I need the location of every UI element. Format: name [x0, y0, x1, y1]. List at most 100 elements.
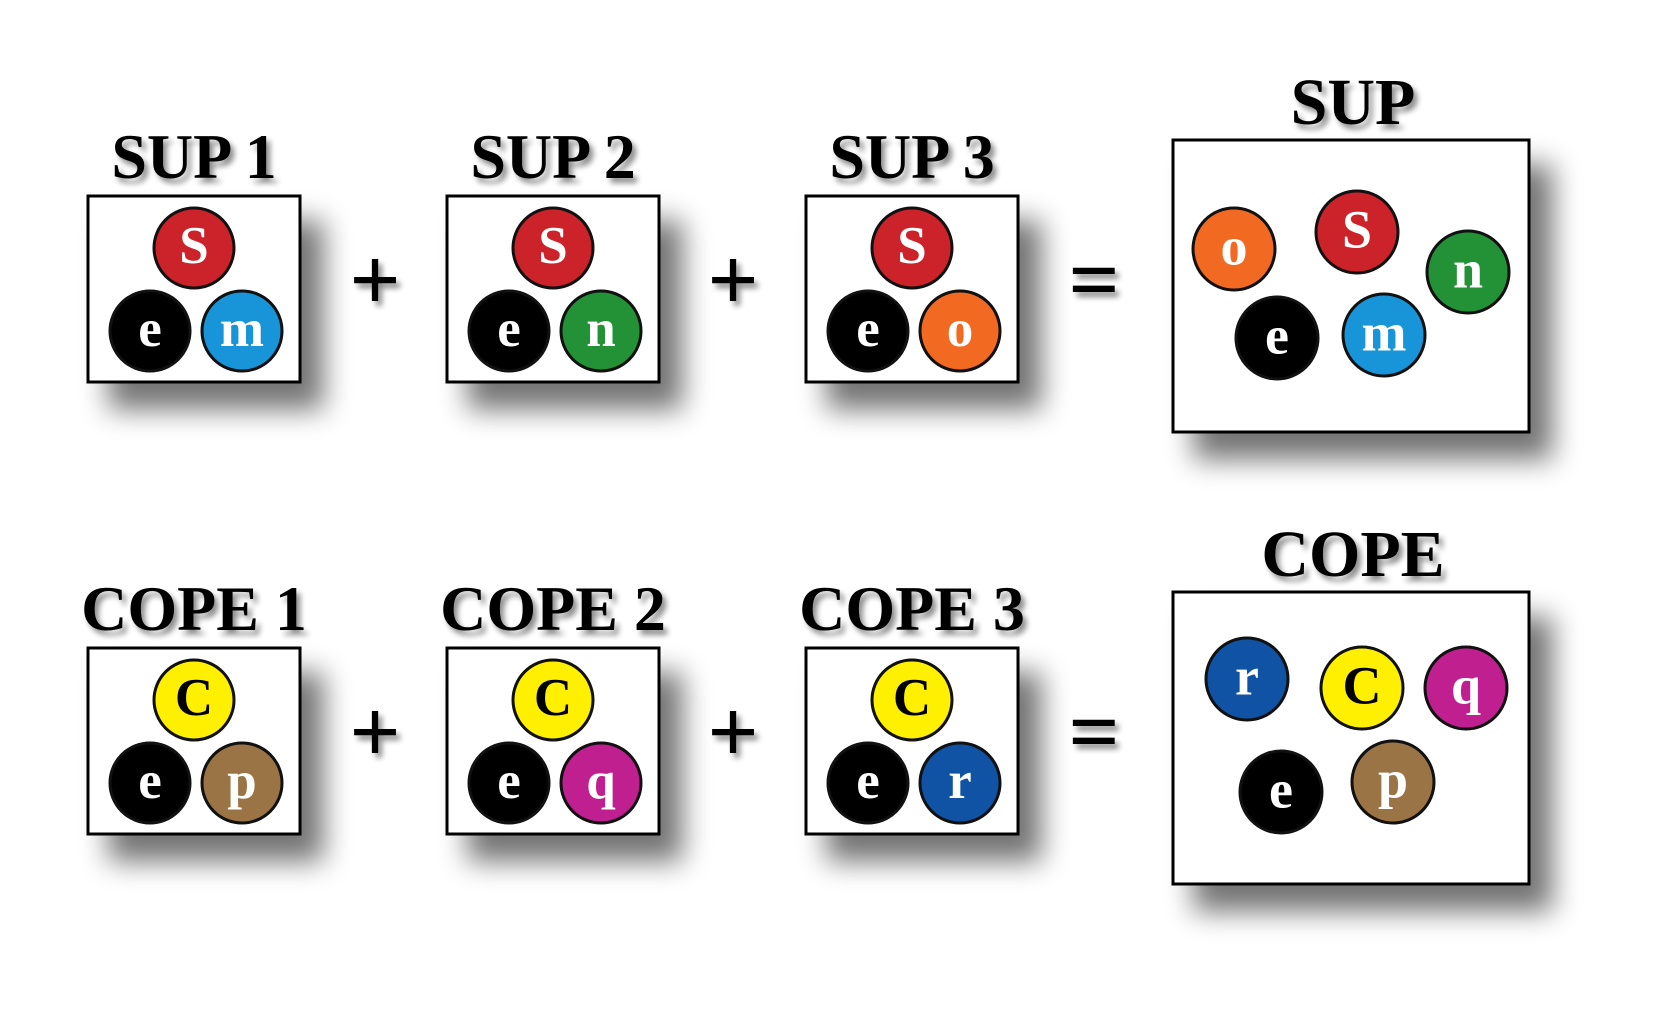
- particle-C: C: [511, 658, 595, 742]
- particle-q-circle: [559, 741, 643, 825]
- particle-m-circle: [1341, 292, 1427, 378]
- particle-C: C: [1319, 645, 1405, 731]
- particle-r-circle: [1204, 636, 1290, 722]
- particle-e-circle: [108, 289, 192, 373]
- particle-e-circle: [108, 741, 192, 825]
- particle-p-circle: [1350, 739, 1436, 825]
- particle-n: n: [559, 289, 643, 373]
- particle-C-circle: [870, 658, 954, 742]
- particle-r-letter: r: [1235, 647, 1259, 707]
- equals-operator: =: [1068, 683, 1119, 782]
- particle-S-circle: [152, 206, 236, 290]
- particle-r: r: [918, 741, 1002, 825]
- particle-C-letter: C: [1343, 656, 1382, 716]
- particle-e-letter: e: [856, 300, 880, 358]
- particle-S-letter: S: [897, 217, 926, 275]
- particle-S: S: [870, 206, 954, 290]
- particle-e: e: [826, 289, 910, 373]
- particle-S: S: [1314, 189, 1400, 275]
- particle-S-circle: [1314, 189, 1400, 275]
- particle-r: r: [1204, 636, 1290, 722]
- particle-q-letter: q: [586, 752, 615, 810]
- particle-n-letter: n: [586, 300, 615, 358]
- particle-q: q: [1423, 645, 1509, 731]
- particle-o-letter: o: [1221, 217, 1248, 277]
- particle-S: S: [511, 206, 595, 290]
- particle-r-circle: [918, 741, 1002, 825]
- particle-e-letter: e: [497, 300, 521, 358]
- particle-C: C: [870, 658, 954, 742]
- particle-p-letter: p: [227, 752, 256, 810]
- particle-p: p: [1350, 739, 1436, 825]
- particle-C-letter: C: [534, 669, 572, 727]
- particle-e: e: [108, 741, 192, 825]
- particle-m-letter: m: [1362, 303, 1407, 363]
- particle-S-circle: [511, 206, 595, 290]
- particle-n: n: [1425, 229, 1511, 315]
- particle-C: C: [152, 658, 236, 742]
- particle-C-letter: C: [175, 669, 213, 727]
- plus-operator: +: [349, 683, 400, 782]
- equals-operator: =: [1068, 231, 1119, 330]
- particle-o-letter: o: [947, 300, 974, 358]
- particle-e-letter: e: [1269, 760, 1293, 820]
- particle-q-letter: q: [1451, 656, 1481, 716]
- particle-e-circle: [467, 289, 551, 373]
- particle-p-letter: p: [1378, 750, 1408, 810]
- particle-e: e: [467, 289, 551, 373]
- particle-e-letter: e: [138, 752, 162, 810]
- particle-e-circle: [467, 741, 551, 825]
- cope-box-title: COPE 2: [440, 573, 666, 644]
- plus-operator: +: [707, 231, 758, 330]
- particle-p: p: [200, 741, 284, 825]
- particle-e-circle: [826, 289, 910, 373]
- particle-e-letter: e: [138, 300, 162, 358]
- particle-m: m: [1341, 292, 1427, 378]
- particle-e: e: [1238, 749, 1324, 835]
- plus-operator: +: [349, 231, 400, 330]
- particle-e-letter: e: [1265, 306, 1289, 366]
- particle-q: q: [559, 741, 643, 825]
- particle-e-circle: [826, 741, 910, 825]
- particle-S-letter: S: [1342, 200, 1372, 260]
- cope-box-2: COPE 2 Ce q: [440, 573, 666, 836]
- particle-C-circle: [152, 658, 236, 742]
- particle-C-circle: [511, 658, 595, 742]
- sup-box-title: SUP 1: [111, 121, 276, 192]
- cope-result-frame: [1171, 590, 1531, 886]
- particle-o-circle: [1191, 206, 1277, 292]
- particle-m-letter: m: [220, 300, 264, 358]
- particle-m: m: [200, 289, 284, 373]
- particle-e: e: [826, 741, 910, 825]
- particle-S-letter: S: [179, 217, 208, 275]
- particle-S: S: [152, 206, 236, 290]
- cope-result-title: COPE: [1261, 518, 1444, 591]
- particle-e-letter: e: [856, 752, 880, 810]
- particle-m-circle: [200, 289, 284, 373]
- particle-p-circle: [200, 741, 284, 825]
- particle-r-letter: r: [948, 752, 972, 810]
- particle-o-circle: [918, 289, 1002, 373]
- particle-o: o: [1191, 206, 1277, 292]
- particle-S-letter: S: [538, 217, 567, 275]
- particle-e-letter: e: [497, 752, 521, 810]
- particle-e: e: [467, 741, 551, 825]
- sup-result-title: SUP: [1291, 66, 1416, 139]
- particle-n-circle: [1425, 229, 1511, 315]
- particle-e: e: [108, 289, 192, 373]
- particle-e-circle: [1238, 749, 1324, 835]
- particle-e-circle: [1234, 295, 1320, 381]
- particle-o: o: [918, 289, 1002, 373]
- particle-n-circle: [559, 289, 643, 373]
- particle-e: e: [1234, 295, 1320, 381]
